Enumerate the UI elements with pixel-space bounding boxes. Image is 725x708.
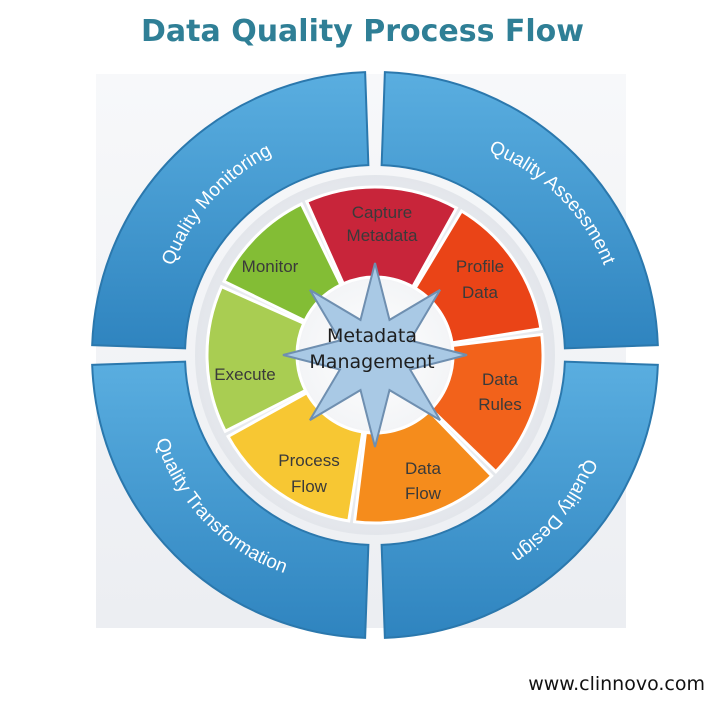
outer-ring [91, 71, 659, 639]
monitor-label: Monitor [242, 257, 299, 276]
process-flow-label-2: Flow [291, 477, 328, 496]
data-flow-label-1: Data [405, 459, 441, 478]
center-label-1: Metadata [327, 325, 417, 347]
ring-segment-quality-design [380, 360, 659, 639]
data-flow-label-2: Flow [405, 484, 442, 503]
data-rules-label-2: Rules [478, 395, 521, 414]
ring-segment-quality-assessment [380, 71, 659, 350]
cycle-segment-execute [205, 284, 308, 434]
cycle-segment-data-flow [352, 408, 494, 525]
profile-data-label-2: Data [462, 283, 498, 302]
capture-metadata-label-2: Metadata [347, 226, 418, 245]
data-rules-label-1: Data [482, 370, 518, 389]
profile-data-label-1: Profile [456, 257, 504, 276]
cycle-segments [205, 185, 545, 525]
process-flow-label-1: Process [278, 451, 339, 470]
ring-segment-quality-transformation [91, 360, 370, 639]
cycle-segment-process-flow [226, 390, 365, 523]
website-footer: www.clinnovo.com [528, 673, 705, 695]
cycle-segment-data-rules [428, 332, 545, 474]
metadata-management-star [282, 262, 468, 448]
ring-segment-quality-monitoring [91, 71, 370, 350]
page-title: Data Quality Process Flow [141, 14, 584, 49]
capture-metadata-label-1: Capture [352, 203, 412, 222]
cycle-segment-capture-metadata [304, 185, 459, 289]
center-label-2: Management [309, 351, 434, 373]
execute-label: Execute [214, 365, 275, 384]
